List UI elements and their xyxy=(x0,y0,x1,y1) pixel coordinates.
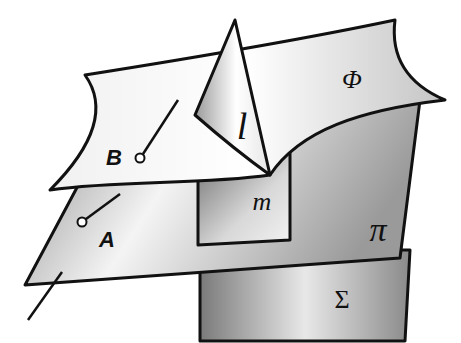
l-plane xyxy=(195,20,270,175)
phi-surface xyxy=(50,20,445,190)
figure-label: π xyxy=(369,213,386,247)
figure-label: l xyxy=(237,107,248,145)
figure-label: B xyxy=(106,147,122,169)
leader-line xyxy=(86,194,120,219)
point-marker xyxy=(78,218,87,227)
point-marker xyxy=(136,154,145,163)
figure-label: m xyxy=(253,189,272,215)
figure-label: Φ xyxy=(342,67,362,93)
figure-label: Σ xyxy=(334,287,349,313)
leader-line xyxy=(143,100,178,154)
line-segment xyxy=(28,272,62,320)
figure-label: A xyxy=(99,229,115,251)
